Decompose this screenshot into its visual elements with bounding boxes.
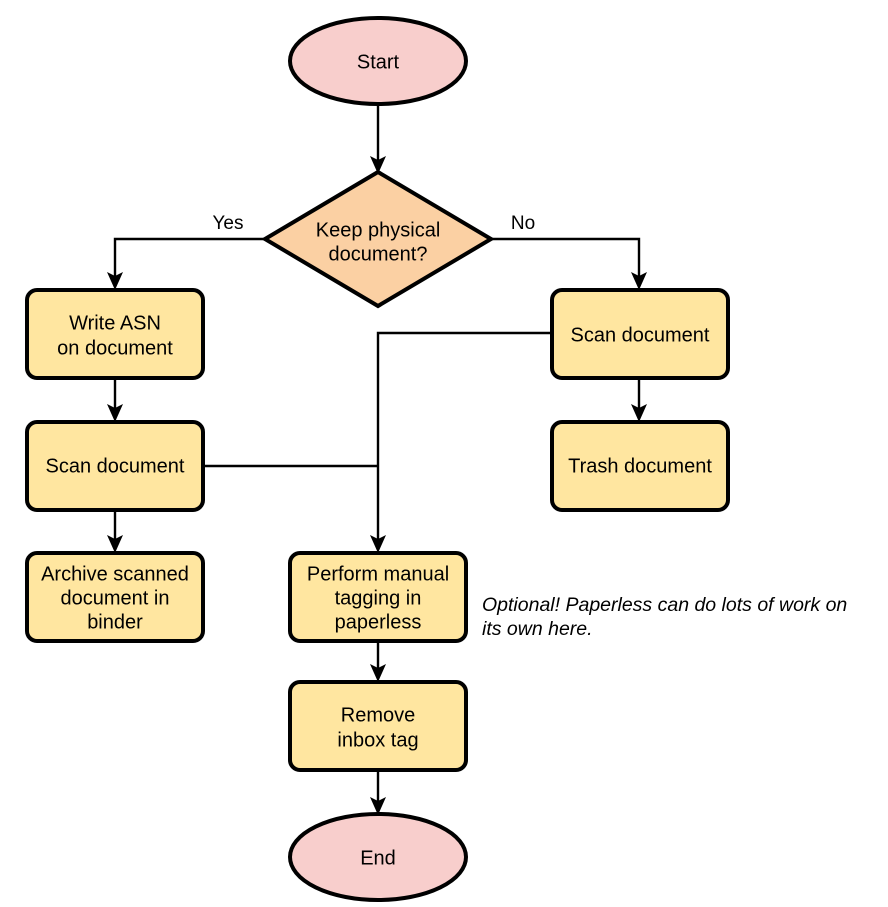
scan-document-left-label: Scan document — [46, 455, 185, 477]
edge-scan-right-to-trash — [631, 378, 647, 422]
decision-diamond — [261, 169, 495, 309]
edge-remove-inbox-to-end — [370, 770, 386, 815]
write-asn-box — [25, 288, 205, 380]
write-asn-label-line2: on document — [57, 337, 173, 359]
remove-inbox-label-line1: Remove — [341, 704, 415, 726]
note-line1: Optional! Paperless can do lots of work … — [482, 594, 847, 616]
edge-decision-yes-to-write-asn — [107, 237, 264, 290]
scan-document-left-box — [25, 420, 205, 512]
archive-label-line1: Archive scanned — [41, 563, 189, 585]
node-trash-document[interactable]: Trash document — [550, 420, 730, 512]
node-perform-manual-tagging[interactable]: Perform manual tagging in paperless — [288, 551, 468, 643]
remove-inbox-label-line2: inbox tag — [337, 729, 418, 751]
scan-document-right-box — [550, 288, 730, 380]
edge-label-no: No — [511, 213, 535, 234]
node-decision-keep-physical-document[interactable]: Keep physical document? — [261, 169, 495, 309]
archive-label-line3: binder — [87, 611, 143, 633]
start-ellipse — [288, 16, 468, 106]
trash-document-box — [550, 420, 730, 512]
note-line2: its own here. — [482, 618, 593, 640]
edge-decision-no-to-scan-right — [492, 237, 647, 290]
node-archive-scanned-document[interactable]: Archive scanned document in binder — [25, 551, 205, 643]
node-scan-document-right[interactable]: Scan document — [550, 288, 730, 380]
node-scan-document-left[interactable]: Scan document — [25, 420, 205, 512]
archive-box — [25, 551, 205, 643]
node-start[interactable]: Start — [288, 16, 468, 106]
archive-label-line2: document in — [61, 587, 170, 609]
node-end[interactable]: End — [288, 812, 468, 902]
scan-document-right-label: Scan document — [571, 324, 710, 346]
trash-document-label: Trash document — [568, 455, 712, 477]
node-remove-inbox-tag[interactable]: Remove inbox tag — [288, 680, 468, 772]
remove-inbox-box — [288, 680, 468, 772]
node-write-asn[interactable]: Write ASN on document — [25, 288, 205, 380]
edge-tagging-to-remove-inbox — [370, 641, 386, 682]
edge-start-to-decision — [370, 103, 386, 174]
start-label: Start — [357, 51, 400, 73]
end-label: End — [360, 847, 396, 869]
tagging-label-line3: paperless — [335, 611, 422, 633]
edge-scan-right-to-tagging — [370, 331, 552, 553]
decision-label-line2: document? — [329, 243, 428, 265]
edge-scan-left-to-archive — [107, 510, 123, 553]
end-ellipse — [288, 812, 468, 902]
edge-label-yes: Yes — [213, 213, 244, 234]
decision-label-line1: Keep physical — [316, 219, 441, 241]
tagging-box — [288, 551, 468, 643]
edge-write-asn-to-scan-left — [107, 378, 123, 422]
write-asn-label-line1: Write ASN — [69, 312, 161, 334]
tagging-label-line1: Perform manual — [307, 563, 449, 585]
tagging-label-line2: tagging in — [335, 587, 422, 609]
